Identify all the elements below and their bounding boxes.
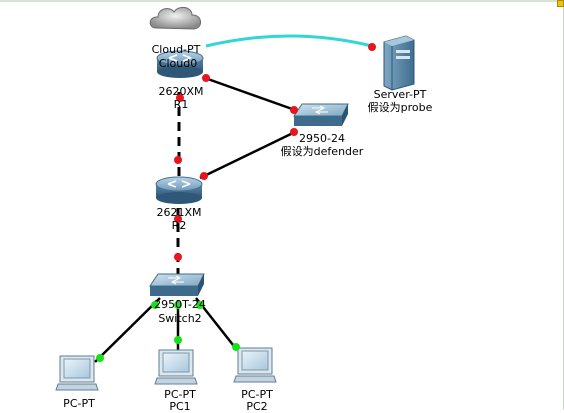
link-sw2-pc0: [94, 297, 161, 363]
port-light-down: [200, 172, 208, 180]
port-light-up: [174, 336, 182, 344]
cloud-name-label: Cloud0: [158, 57, 198, 70]
port-light-down: [368, 43, 376, 51]
workspace-top-border: [0, 0, 564, 2]
sw1-name-label: 假设为defender: [280, 145, 364, 158]
port-light-down: [176, 94, 184, 102]
router-icon: [155, 176, 203, 204]
cloud-type-label: Cloud-PT: [151, 43, 201, 56]
pc-icon: [233, 347, 277, 383]
link-r1-sw1: [204, 76, 296, 112]
r2-type-label: 2621XM: [156, 206, 202, 219]
switch-icon: [149, 273, 205, 296]
port-light-up: [174, 301, 182, 309]
link-sw1-r2: [199, 130, 296, 180]
pc-icon: [55, 355, 99, 391]
pc1-type-label: PC-PT: [164, 388, 196, 401]
link-r1-server: [205, 34, 373, 48]
r2-name-label: R2: [171, 219, 187, 232]
cloud-icon: [149, 7, 201, 30]
port-light-up: [232, 343, 240, 351]
port-light-down: [174, 215, 182, 223]
links-layer: [94, 34, 373, 363]
r1-type-label: 2620XM: [158, 85, 204, 98]
server-type-label: Server-PT: [373, 88, 427, 101]
pc-icon: [154, 349, 198, 385]
sw1-type-label: 2950-24: [299, 132, 345, 145]
pc0-type-label: PC-PT: [63, 397, 95, 410]
pc1-name-label: PC1: [169, 400, 191, 413]
sw2-type-label: 2950T-24: [154, 298, 206, 311]
port-light-down: [290, 106, 298, 114]
port-light-down: [174, 253, 182, 261]
port-light-down: [202, 74, 210, 82]
port-light-up: [96, 354, 104, 362]
router-icon: [156, 50, 204, 78]
pc2-type-label: PC-PT: [241, 388, 273, 401]
server-name-label: 假设为probe: [367, 101, 433, 114]
port-lights-layer: [96, 43, 376, 362]
r1-name-label: R1: [173, 98, 189, 111]
port-light-up: [196, 301, 204, 309]
port-light-down: [174, 156, 182, 164]
server-icon: [383, 35, 415, 91]
pc2-name-label: PC2: [246, 400, 268, 413]
port-light-up: [151, 301, 159, 309]
port-light-down: [290, 128, 298, 136]
switch-icon: [293, 103, 349, 126]
sw2-name-label: Switch2: [158, 312, 202, 325]
